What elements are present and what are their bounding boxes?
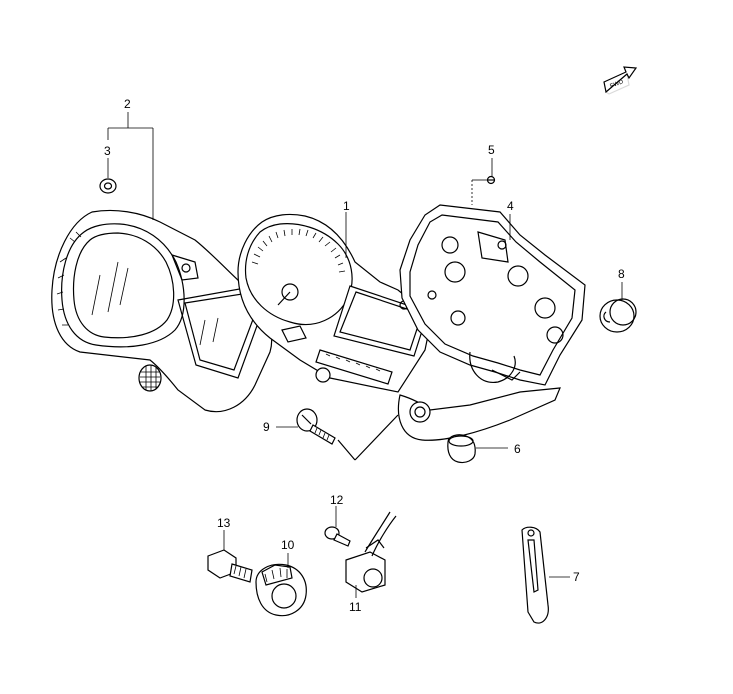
leader-lines xyxy=(107,112,623,598)
callout-7: 7 xyxy=(573,570,580,584)
screw-5 xyxy=(486,175,496,185)
callout-10: 10 xyxy=(281,538,295,552)
callout-11: 11 xyxy=(349,600,362,614)
fwd-label: FWD xyxy=(609,79,625,90)
callout-12: 12 xyxy=(330,493,344,507)
screw-9 xyxy=(296,408,336,445)
cushion-6 xyxy=(447,434,476,464)
callout-13: 13 xyxy=(217,516,231,530)
cushion-3 xyxy=(99,178,117,194)
callout-9: 9 xyxy=(263,420,270,434)
callout-1: 1 xyxy=(343,199,350,213)
meter-assembly xyxy=(237,213,433,393)
grommet-8 xyxy=(599,298,637,333)
callout-labels: 2 3 5 1 4 8 9 6 12 13 10 7 11 xyxy=(104,97,625,614)
callout-2: 2 xyxy=(124,97,131,111)
meter-case-upper xyxy=(51,209,273,413)
sensor-11 xyxy=(345,511,397,593)
bolt-13 xyxy=(207,549,253,583)
callout-4: 4 xyxy=(507,199,514,213)
fwd-arrow-icon: FWD xyxy=(603,66,638,95)
callout-6: 6 xyxy=(514,442,521,456)
meter-case-lower xyxy=(397,180,586,441)
callout-5: 5 xyxy=(488,143,495,157)
callout-3: 3 xyxy=(104,144,111,158)
callout-8: 8 xyxy=(618,267,625,281)
leader-9 xyxy=(337,414,399,461)
bulb-holder-10 xyxy=(255,563,307,617)
bracket-7 xyxy=(521,526,549,624)
screw-12 xyxy=(324,526,351,547)
